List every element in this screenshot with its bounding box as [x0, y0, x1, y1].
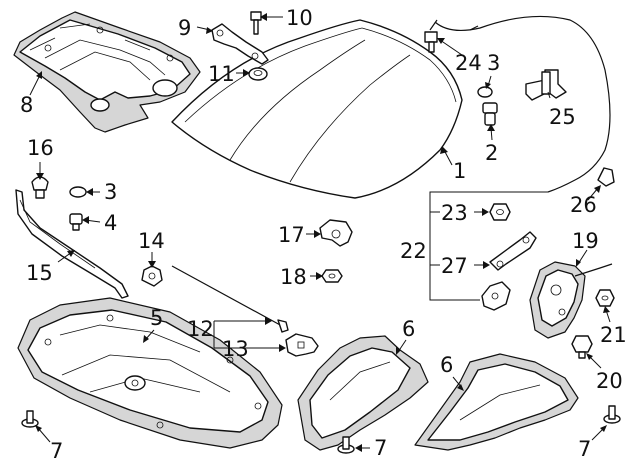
callout-2: 2: [485, 141, 498, 165]
callout-7-c: 7: [578, 437, 591, 461]
part-7-clip-a: [21, 410, 39, 428]
callout-9: 9: [178, 16, 191, 40]
part-2-bumper: [482, 102, 498, 126]
part-6-shield-left: [297, 335, 429, 451]
part-26-cable-clip: [597, 167, 615, 187]
callout-labels: 1 2 3 3 4 5 6 6 7 7 7 7 8 9 10 11 12 13 …: [20, 6, 627, 463]
callout-17: 17: [278, 223, 305, 247]
part-18-nut: [321, 269, 343, 283]
callout-13: 13: [222, 337, 249, 361]
callout-10: 10: [286, 6, 313, 30]
callout-1: 1: [453, 159, 466, 183]
part-1-hood: [171, 19, 463, 199]
callout-20: 20: [596, 369, 623, 393]
callout-3-right: 3: [487, 51, 500, 75]
part-22-bracket: [481, 281, 511, 311]
callout-14: 14: [138, 229, 165, 253]
callout-7-a: 7: [50, 439, 63, 463]
part-9-hood-hinge: [211, 23, 269, 65]
callout-6-right: 6: [440, 353, 453, 377]
part-17-bracket: [319, 219, 353, 247]
part-19-hood-latch: [529, 261, 613, 339]
callout-15: 15: [26, 261, 53, 285]
part-6-shield-right: [414, 353, 579, 451]
part-24-bolt: [424, 31, 438, 53]
part-23-nut: [489, 203, 511, 221]
callout-27: 27: [441, 254, 468, 278]
part-3-cap-left: [69, 186, 87, 198]
callout-3-left: 3: [104, 180, 117, 204]
hood-release-cable: [429, 15, 611, 193]
part-4-clip: [69, 213, 83, 231]
callout-16: 16: [27, 136, 54, 160]
part-16-clip: [31, 176, 49, 199]
part-7-clip-c: [603, 405, 621, 424]
callout-18: 18: [280, 265, 307, 289]
part-21-nut: [595, 289, 615, 307]
callout-26: 26: [570, 193, 597, 217]
callout-5: 5: [150, 306, 163, 330]
part-20-bolt: [571, 335, 593, 359]
callout-7-b: 7: [374, 436, 387, 460]
leader-lines: [29, 13, 611, 452]
part-25-striker: [525, 69, 567, 101]
part-27-cable-bracket: [489, 231, 537, 271]
part-13-rod-holder: [285, 333, 319, 357]
part-3-cap-right: [477, 86, 493, 98]
part-5-insulator: [17, 297, 283, 449]
part-12-prop-rod: [171, 265, 289, 333]
part-15-seal-strip: [15, 189, 129, 299]
callout-19: 19: [572, 229, 599, 253]
callout-23: 23: [441, 201, 468, 225]
group-22-bracket-lines: [429, 191, 548, 301]
callout-6-left: 6: [402, 317, 415, 341]
part-14-grommet: [141, 265, 163, 287]
part-7-clip-b: [337, 436, 355, 454]
part-8-under-cover: [13, 11, 201, 133]
callout-8: 8: [20, 93, 33, 117]
callout-21: 21: [600, 323, 627, 347]
part-11-nut: [248, 67, 268, 81]
part-10-bolt: [250, 11, 262, 35]
callout-24: 24: [455, 51, 482, 75]
callout-25: 25: [549, 105, 576, 129]
callout-12: 12: [187, 317, 214, 341]
callout-4: 4: [104, 211, 117, 235]
callout-11: 11: [208, 62, 235, 86]
callout-22: 22: [400, 239, 427, 263]
